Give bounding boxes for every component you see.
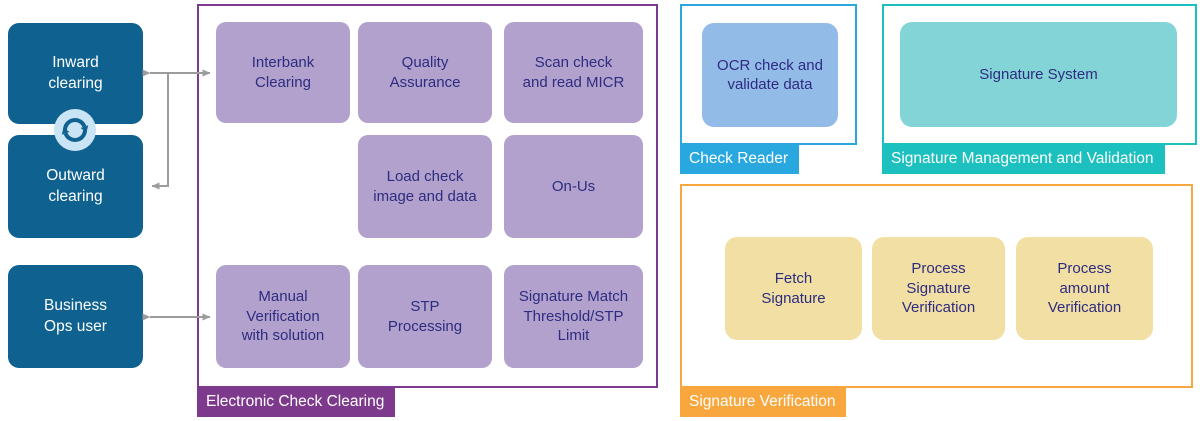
actor-business-ops-user: Business Ops user [8,265,143,368]
arrow-branch-to-outward [151,74,169,190]
node-quality-assurance: Quality Assurance [358,22,492,123]
group-signature-verification [680,184,1193,388]
group-label-signature-management-validation: Signature Management and Validation [882,145,1165,174]
node-fetch-signature: Fetch Signature [725,237,862,340]
group-check-reader [680,4,857,145]
node-scan-check-read-micr: Scan check and read MICR [504,22,643,123]
group-label-check-reader: Check Reader [680,145,800,174]
group-signature-management-validation [882,4,1197,145]
node-on-us: On-Us [504,135,643,238]
node-signature-system: Signature System [900,22,1177,127]
node-load-check-image-data: Load check image and data [358,135,492,238]
actor-outward-clearing: Outward clearing [8,135,143,238]
node-signature-match-threshold-stp-limit: Signature Match Threshold/STP Limit [504,265,643,368]
node-stp-processing: STP Processing [358,265,492,368]
group-label-electronic-check-clearing: Electronic Check Clearing [197,388,396,417]
node-interbank-clearing: Interbank Clearing [216,22,350,123]
node-ocr-check-validate-data: OCR check and validate data [702,23,838,127]
node-process-amount-verification: Process amount Verification [1016,237,1153,340]
group-electronic-check-clearing [197,4,658,388]
node-manual-verification-with-solution: Manual Verification with solution [216,265,350,368]
sync-refresh-icon [53,108,97,152]
node-process-signature-verification: Process Signature Verification [872,237,1005,340]
group-label-signature-verification: Signature Verification [680,388,847,417]
actor-inward-clearing: Inward clearing [8,23,143,124]
